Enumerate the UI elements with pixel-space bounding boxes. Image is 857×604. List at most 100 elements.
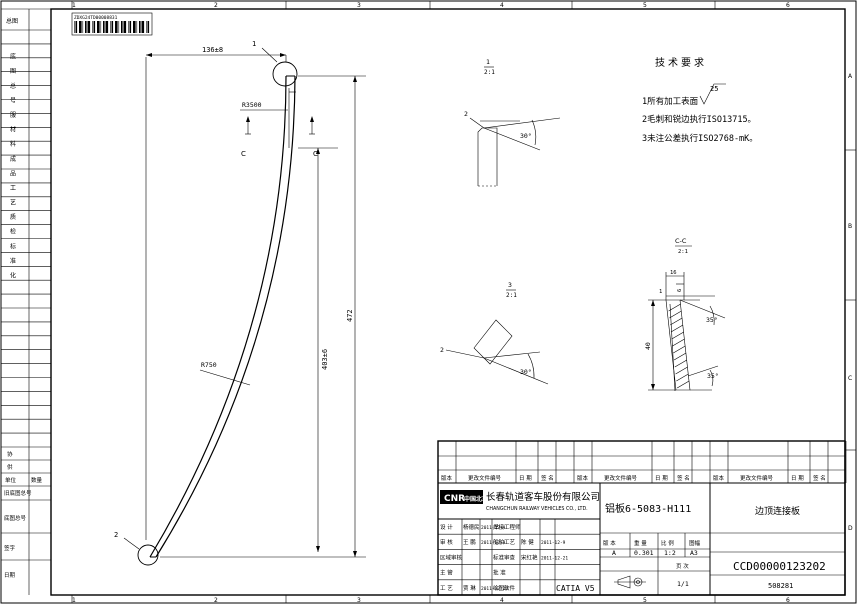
left-strip-label: 化 bbox=[10, 272, 16, 280]
left-strip-label: 质 bbox=[10, 213, 16, 221]
role-date: 2011-12-9 bbox=[481, 525, 506, 531]
company-name-en: CHANGCHUN RAILWAY VEHICLES CO., LTD. bbox=[486, 506, 588, 512]
role-name: 贾 琳 bbox=[463, 584, 476, 592]
role2-label: 船舶工艺 bbox=[493, 538, 516, 546]
rev-header: 版本 bbox=[441, 474, 453, 482]
left-strip-label: 工 bbox=[10, 185, 16, 192]
zone-col-2-bottom: 2 bbox=[214, 597, 218, 604]
scale-label: 比 例 bbox=[661, 539, 674, 547]
logo-sub: 中国北车 bbox=[464, 495, 488, 503]
role2-name: 陈 健 bbox=[521, 538, 534, 546]
zone-col-4: 4 bbox=[500, 2, 504, 9]
detail-2-scale: 2:1 bbox=[506, 292, 517, 299]
roughness-symbol bbox=[699, 83, 726, 105]
left-strip-label: 料 bbox=[10, 140, 16, 148]
tech-req-item-3: 3未注公差执行ISO2768-mK。 bbox=[642, 133, 758, 144]
weight-label: 重 量 bbox=[634, 539, 647, 547]
left-strip-label: 检 bbox=[10, 228, 16, 236]
version-value: A bbox=[612, 549, 616, 557]
zone-row-c: C bbox=[848, 375, 852, 382]
rev-header: 签 名 bbox=[813, 474, 826, 482]
sheet-size-value: A3 bbox=[690, 549, 698, 557]
drawing-frame bbox=[50, 8, 846, 596]
left-strip-label: 艺 bbox=[10, 199, 16, 207]
left-strip-label: 图 bbox=[10, 68, 16, 75]
left-strip-xie: 协 bbox=[7, 450, 13, 458]
rev-header: 日 期 bbox=[655, 475, 668, 482]
role-date: 2011-12-9 bbox=[481, 540, 506, 546]
role-label: 设 计 bbox=[440, 523, 453, 531]
left-strip-label: 成 bbox=[10, 155, 16, 163]
scale-value: 1:2 bbox=[664, 549, 676, 557]
pages-value: 1/1 bbox=[677, 580, 689, 588]
cad-software: CATIA V5 bbox=[556, 584, 595, 593]
detail-view-1: 1 2:1 30° 2 bbox=[464, 58, 561, 187]
sheet-size-label: 图幅 bbox=[689, 539, 701, 547]
section-cc-dim-6: 6 bbox=[677, 289, 683, 292]
rev-header: 更改文件编号 bbox=[604, 474, 638, 482]
role-label: 区域审核 bbox=[440, 553, 463, 561]
tech-req-title: 技术要求 bbox=[655, 56, 707, 69]
left-strip-date: 日期 bbox=[4, 572, 16, 579]
logo-text: CNR bbox=[444, 494, 465, 504]
tech-req-item-2: 2毛刺和锐边执行ISO13715。 bbox=[642, 114, 756, 125]
balloon-2: 2 bbox=[114, 531, 118, 539]
section-mark-c-right: C bbox=[313, 150, 318, 158]
zone-strip-right: A B C D bbox=[845, 73, 856, 532]
role-label: 主 管 bbox=[440, 569, 453, 577]
left-strip-unit: 单位 bbox=[5, 476, 17, 484]
dim-radius-small: R750 bbox=[201, 361, 217, 369]
projection-symbol-icon bbox=[614, 575, 646, 589]
detail-1-number: 2 bbox=[464, 110, 468, 118]
zone-row-d: D bbox=[848, 525, 853, 532]
zone-col-5-bottom: 5 bbox=[643, 597, 647, 604]
company-logo bbox=[440, 490, 483, 504]
rev-header: 版本 bbox=[713, 474, 725, 482]
role2-date: 2011-12-21 bbox=[541, 555, 568, 561]
section-cc-angle-top: 35° bbox=[706, 316, 718, 324]
section-cc-dim-16: 16 bbox=[670, 270, 677, 276]
plate-outer-edge bbox=[149, 75, 287, 558]
rev-header: 版本 bbox=[577, 474, 589, 482]
version-label: 版 本 bbox=[603, 539, 616, 547]
dim-height-inner: 403±6 bbox=[321, 349, 329, 370]
role2-label: 批 准 bbox=[493, 569, 506, 577]
plate-inner-edge bbox=[155, 75, 296, 558]
zone-col-6: 6 bbox=[786, 2, 790, 9]
left-strip-label: 服 bbox=[10, 112, 16, 119]
zone-strip-bottom: 1 2 3 4 5 6 bbox=[71, 595, 790, 604]
main-part-view: 1 2 136±8 R3500 R750 403±6 472 C bbox=[114, 40, 366, 566]
section-cc-angle-bottom: 35° bbox=[707, 372, 719, 380]
zone-row-a: A bbox=[848, 73, 853, 80]
zone-col-4-bottom: 4 bbox=[500, 597, 504, 604]
detail-1-angle: 30° bbox=[520, 132, 532, 140]
left-strip-label: 标 bbox=[10, 242, 16, 250]
pages-label: 页 次 bbox=[676, 562, 689, 570]
section-view-cc: C-C 2:1 35° 35° 16 6 1 40 bbox=[644, 237, 726, 392]
zone-col-2: 2 bbox=[214, 2, 218, 9]
zone-col-1-bottom: 1 bbox=[72, 597, 76, 604]
role-name: 王 鹏 bbox=[463, 538, 476, 546]
detail-1-label: 1 bbox=[486, 58, 490, 66]
role2-label: 绘图软件 bbox=[493, 584, 516, 592]
rev-header: 日 期 bbox=[791, 475, 804, 482]
zone-col-3: 3 bbox=[357, 2, 361, 9]
zone-strip-top: 1 2 3 4 5 6 bbox=[71, 1, 790, 9]
section-cc-scale: 2:1 bbox=[678, 249, 688, 255]
left-strip-base-number: 底图总号 bbox=[4, 514, 27, 522]
title-block: 版本更改文件编号日 期签 名版本更改文件编号日 期签 名版本更改文件编号日 期签… bbox=[437, 440, 847, 596]
company-name-cn: 长春轨道客车股份有限公司 bbox=[486, 491, 600, 503]
role2-label: 标准审查 bbox=[493, 553, 516, 561]
role2-name: 宋红艳 bbox=[521, 553, 538, 561]
detail-circle-1 bbox=[272, 61, 298, 87]
detail-circle-2 bbox=[137, 544, 159, 566]
left-strip-label: 底 bbox=[10, 53, 16, 61]
zone-row-b: B bbox=[848, 223, 852, 230]
role-date: 2011-12-22 bbox=[481, 586, 508, 592]
barcode-text: ZDXG24TD00008831 bbox=[74, 15, 118, 21]
rev-header: 更改文件编号 bbox=[468, 474, 502, 482]
section-cc-label: C-C bbox=[675, 237, 687, 245]
part-name: 边顶连接板 bbox=[755, 505, 800, 517]
